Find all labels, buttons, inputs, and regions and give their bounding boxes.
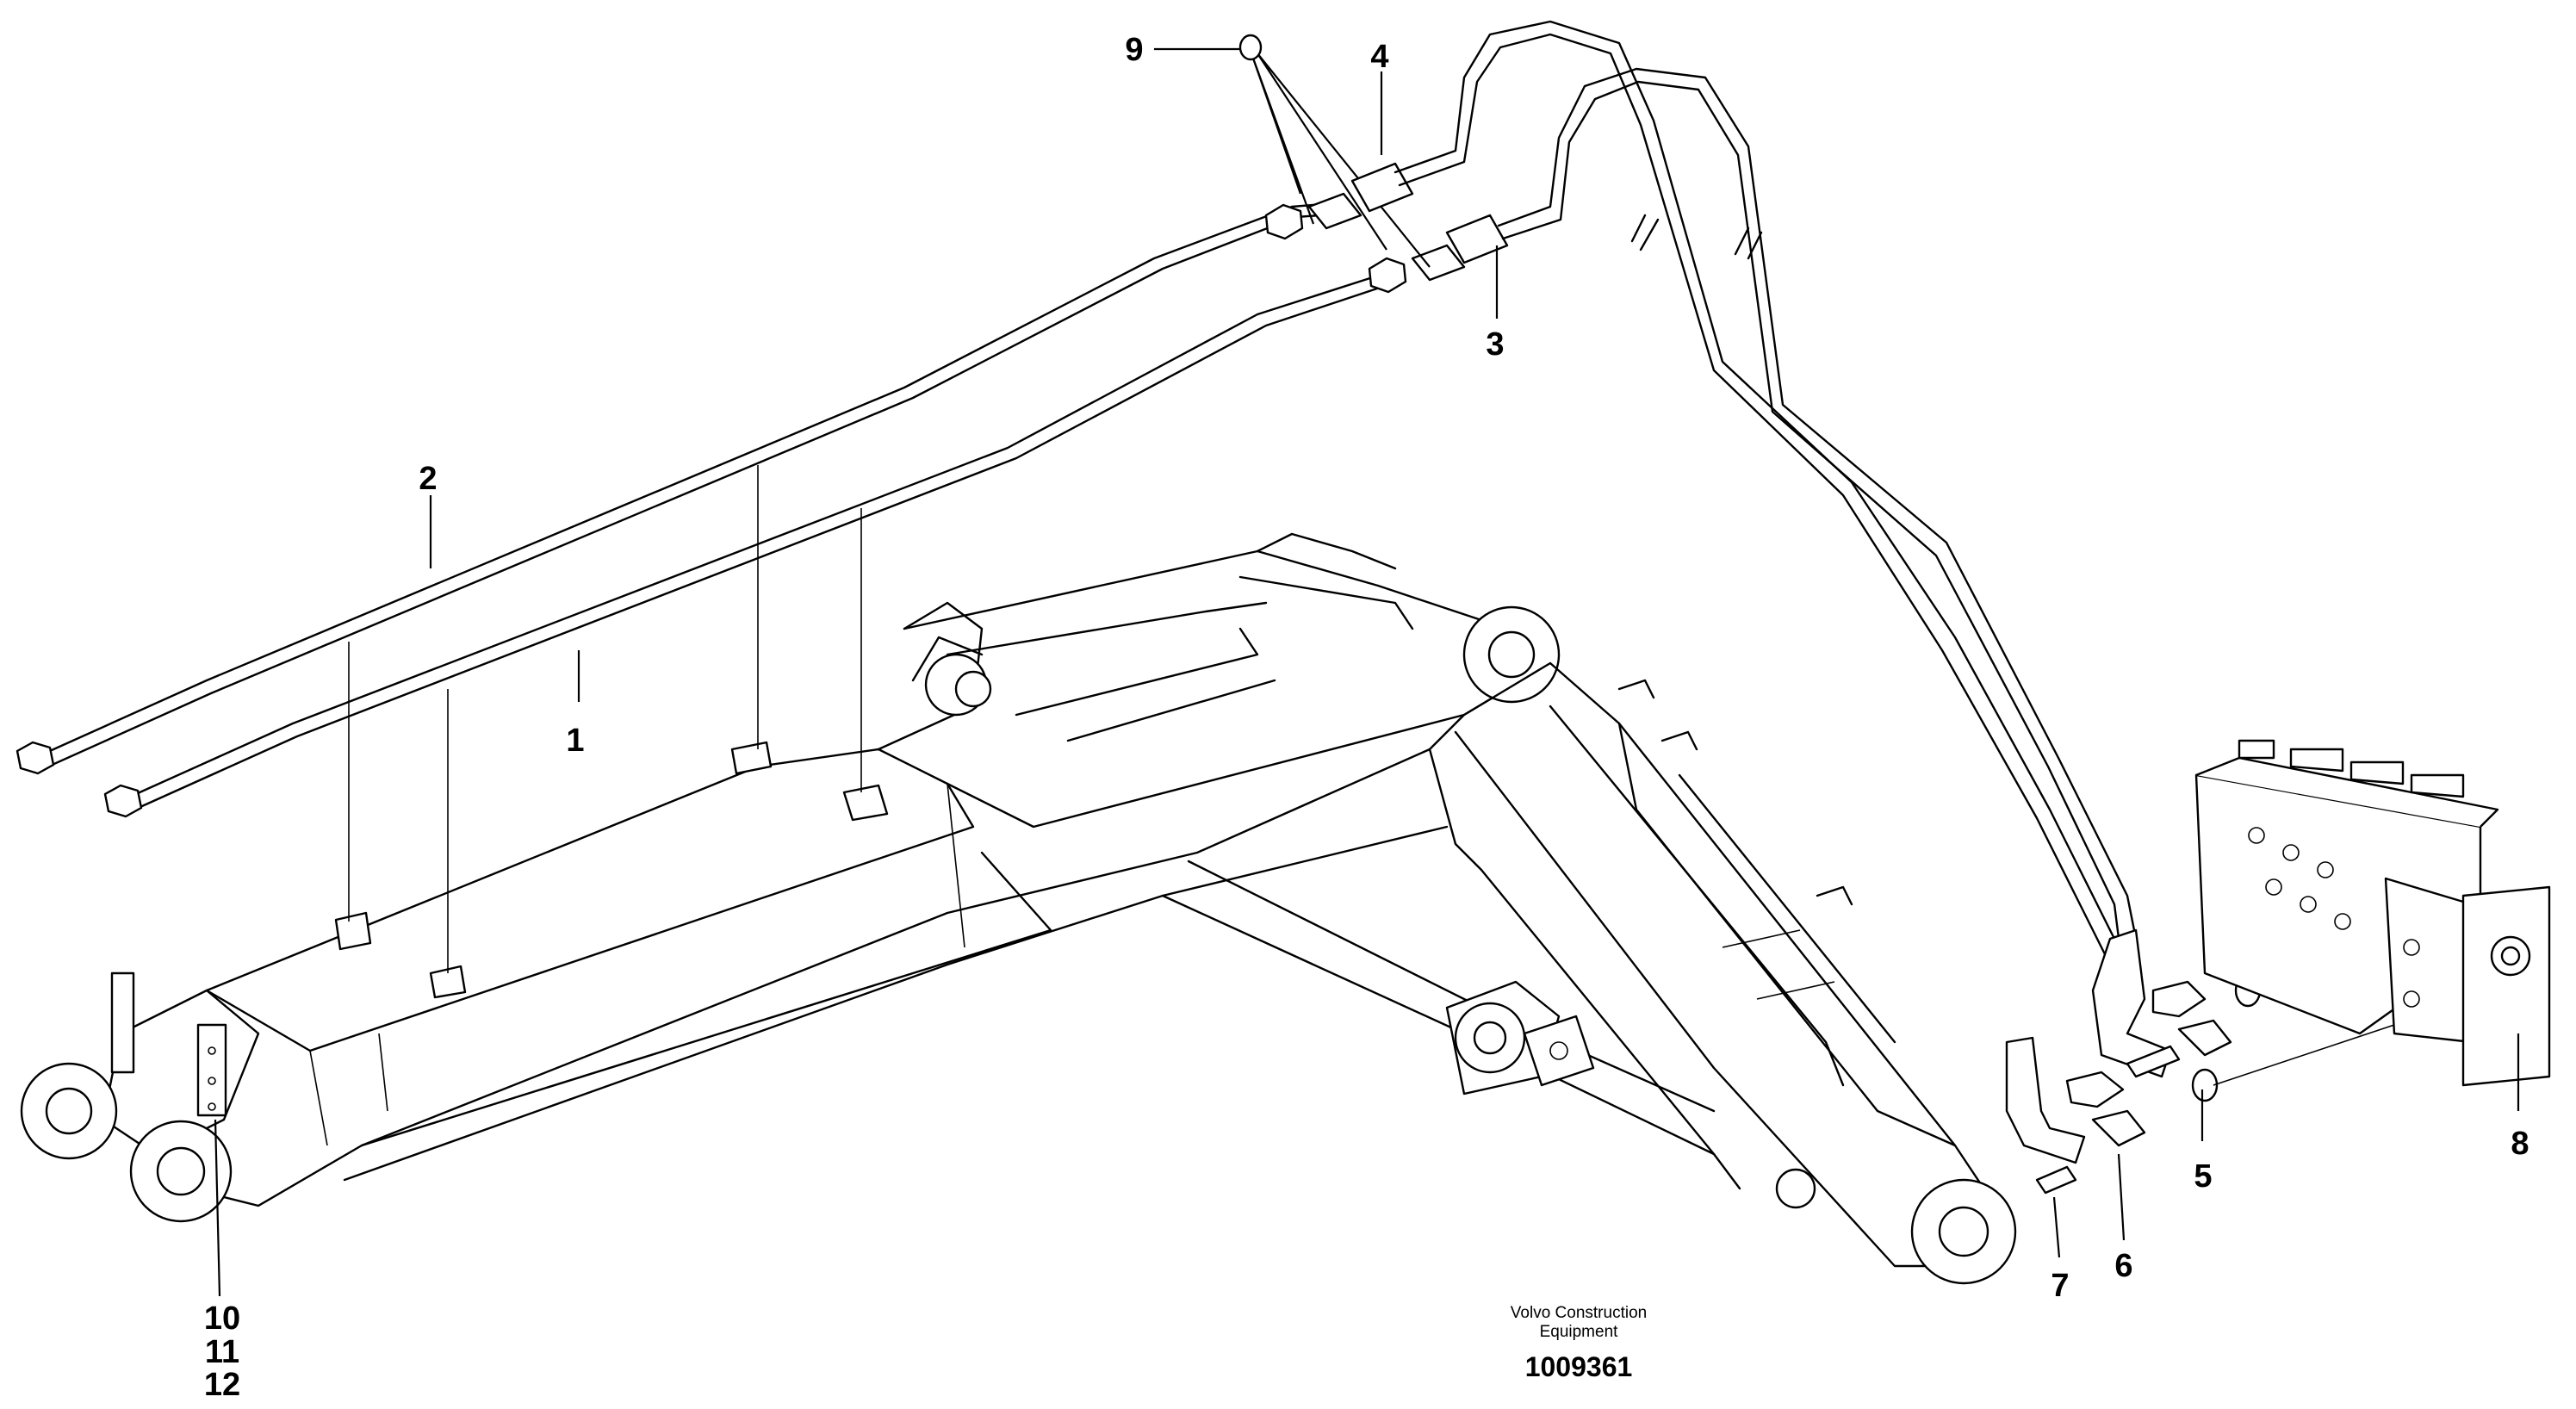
flange-hardware <box>2035 947 2412 1195</box>
steel-pipes <box>16 201 1407 818</box>
callout-11: 11 <box>205 1334 239 1370</box>
callout-labels: 1 2 3 4 5 6 7 8 9 10 11 12 <box>204 32 2529 1403</box>
title-block: Volvo Construction Equipment 1009361 <box>1511 1304 1647 1382</box>
callout-1: 1 <box>566 723 584 759</box>
callout-10: 10 <box>204 1300 240 1337</box>
hoses <box>1350 20 2172 1164</box>
callout-7: 7 <box>2051 1268 2069 1304</box>
document-number: 1009361 <box>1525 1351 1633 1382</box>
callout-9: 9 <box>1125 32 1143 68</box>
callout-6: 6 <box>2114 1248 2132 1284</box>
callout-12: 12 <box>204 1367 240 1403</box>
callout-5: 5 <box>2194 1158 2212 1195</box>
credit-line-2: Equipment <box>1540 1323 1619 1341</box>
fittings-9 <box>1250 53 1466 282</box>
pipe-clamps <box>334 465 889 999</box>
callout-8: 8 <box>2511 1126 2529 1162</box>
callout-3: 3 <box>1486 326 1504 363</box>
boom-assembly <box>20 532 2017 1285</box>
callout-2: 2 <box>419 461 437 497</box>
credit-line-1: Volvo Construction <box>1511 1304 1647 1322</box>
callout-leaders <box>214 34 2520 1297</box>
callout-4: 4 <box>1370 39 1388 75</box>
control-valve <box>2194 739 2551 1087</box>
